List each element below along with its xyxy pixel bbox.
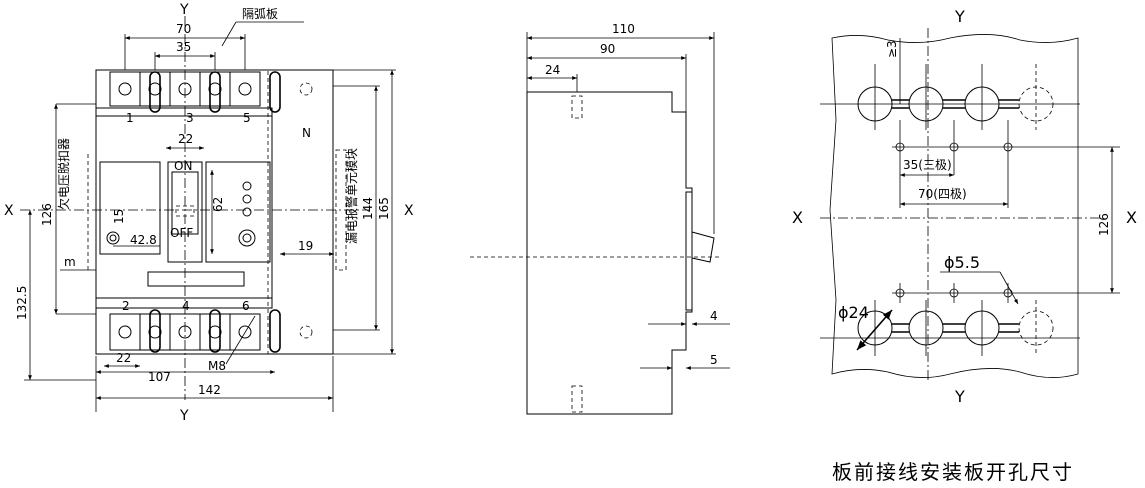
- panel-axis-y-top: Y: [954, 7, 965, 26]
- dim-15: 15: [112, 209, 126, 224]
- side-dim-110: 110: [612, 22, 635, 36]
- dim-19: 19: [298, 239, 313, 253]
- panel-axis-y-bottom: Y: [954, 387, 965, 406]
- dim-165: 165: [377, 197, 391, 220]
- right-panel: [205, 161, 271, 263]
- bottom-terminals: [109, 309, 313, 353]
- panel-dim-126: 126: [1097, 213, 1111, 236]
- leakage-label: 漏电报警单元模块: [344, 148, 359, 244]
- front-axis-y-bottom: Y: [179, 408, 189, 424]
- top-terminals: [109, 71, 313, 113]
- bolt-m8: M8: [208, 359, 226, 373]
- undervoltage-label: 欠电压脱扣器: [56, 138, 71, 210]
- panel-outline: [829, 34, 1079, 378]
- dim-142: 142: [198, 383, 221, 397]
- panel-cutout: Y Y X X ≥3: [792, 7, 1137, 484]
- fourth-pole-outline: [267, 69, 334, 355]
- top-mounting-holes: [892, 120, 1120, 208]
- front-view: Y Y X X 1 3 5 N: [4, 2, 414, 424]
- terminal-2: 2: [122, 299, 130, 313]
- side-dim-4: 4: [710, 309, 718, 323]
- handle-housing: [167, 161, 203, 263]
- front-axis-x-left: X: [4, 203, 14, 219]
- dim-42-8: 42.8: [130, 233, 157, 247]
- dim-22-bottom: 22: [116, 351, 131, 365]
- dim-70-four-pole: 70(四极): [918, 187, 967, 201]
- dim-126-front: 126: [40, 203, 54, 226]
- dim-ge3: ≥3: [885, 40, 899, 58]
- terminal-4: 4: [182, 299, 190, 313]
- dim-m: m: [64, 255, 76, 269]
- terminal-6: 6: [242, 299, 250, 313]
- leakage-module-outline: [335, 149, 347, 271]
- dim-70: 70: [176, 22, 191, 36]
- panel-caption: 板前接线安装板开孔尺寸: [832, 460, 1074, 484]
- side-dim-24: 24: [545, 63, 560, 77]
- dim-35-three-pole: 35(三极): [903, 158, 952, 172]
- terminal-1: 1: [126, 111, 134, 125]
- switch-on-label: ON: [174, 159, 192, 173]
- terminal-5: 5: [243, 111, 251, 125]
- arc-plate-label: 隔弧板: [242, 7, 278, 21]
- side-view: 110 90 24 4 5: [470, 22, 730, 415]
- front-axis-y-top: Y: [179, 2, 189, 18]
- panel-axis-x-left: X: [792, 208, 803, 227]
- dim-132-5: 132.5: [15, 286, 29, 320]
- top-cutout-holes: [820, 64, 1080, 130]
- dim-107: 107: [148, 370, 171, 384]
- dim-62: 62: [211, 197, 225, 212]
- dim-144: 144: [361, 197, 375, 220]
- terminal-3: 3: [186, 111, 194, 125]
- side-dim-5: 5: [710, 353, 718, 367]
- front-axis-x-right: X: [404, 203, 414, 219]
- side-handle: [691, 231, 715, 263]
- undervoltage-knob[interactable]: [106, 231, 120, 245]
- side-body-outline: [526, 91, 693, 415]
- dim-phi-5-5: ϕ5.5: [944, 253, 980, 272]
- side-dim-90: 90: [600, 42, 615, 56]
- terminal-n: N: [302, 126, 311, 140]
- breaker-cover: [95, 107, 273, 309]
- test-button[interactable]: [238, 229, 256, 247]
- handle[interactable]: [171, 171, 199, 235]
- dim-35: 35: [176, 40, 191, 54]
- nameplate: [147, 271, 245, 287]
- switch-off-label: OFF: [170, 226, 193, 240]
- left-panel: [99, 161, 161, 255]
- dim-phi-24: ϕ24: [838, 303, 869, 322]
- dim-22-top: 22: [178, 132, 193, 146]
- panel-axis-x-right: X: [1126, 208, 1137, 227]
